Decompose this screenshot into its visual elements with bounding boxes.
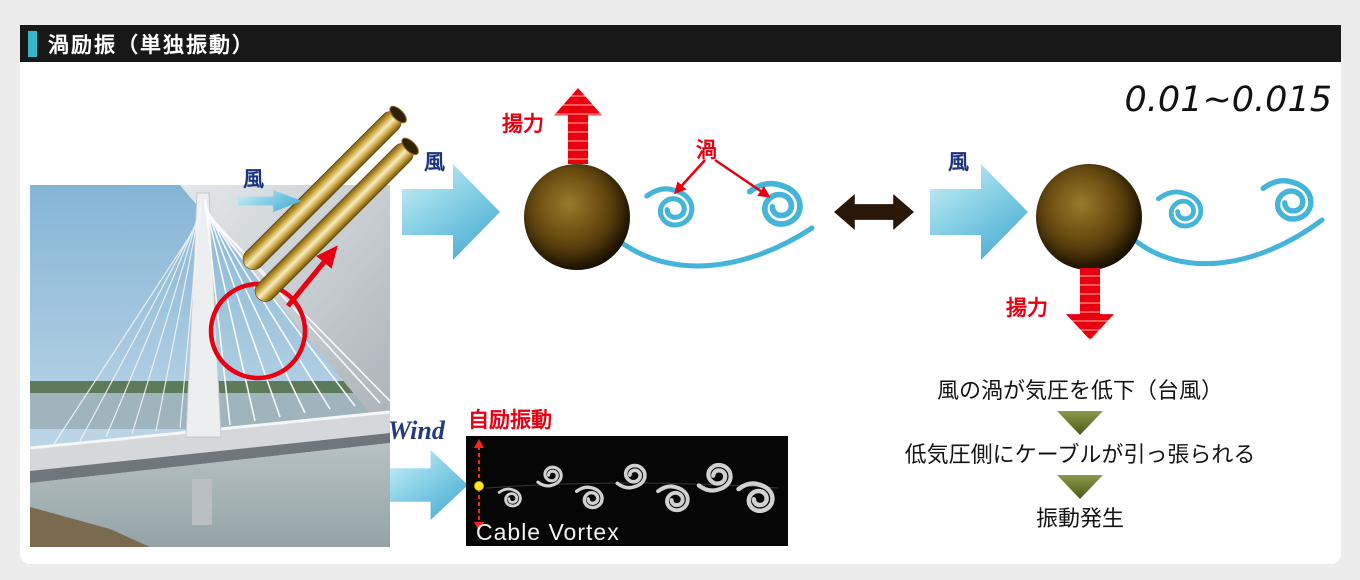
flow-step-2: 低気圧側にケーブルが引っ張られる [904, 442, 1256, 467]
wind-english-label: Wind [388, 416, 445, 445]
cable-section-sphere-left [524, 164, 630, 270]
flow-down-arrow-icon [1057, 411, 1103, 435]
bridge-photo [29, 185, 391, 547]
section-title: 渦励振（単独振動） [48, 33, 255, 57]
section-header: 渦励振（単独振動） [20, 25, 1341, 62]
vortex-street-art [466, 436, 788, 546]
wind-label-3: 風 [948, 151, 969, 174]
oscillation-axis-marker [474, 439, 484, 531]
lift-label-down: 揚力 [1006, 297, 1048, 320]
cable-position-dot [474, 481, 484, 491]
flow-step-1: 風の渦が気圧を低下（台風） [936, 378, 1223, 403]
flow-step-3: 振動発生 [1035, 506, 1124, 531]
wind-label-1: 風 [243, 168, 264, 191]
wind-label-2: 風 [424, 151, 445, 174]
bridge-tower [185, 192, 222, 438]
flow-down-arrow-icon [1057, 475, 1103, 499]
header-accent-bar [28, 30, 37, 57]
self-excited-label: 自励振動 [468, 409, 552, 432]
cable-section-sphere-right [1036, 164, 1142, 270]
explanation-flow: 風の渦が気圧を低下（台風） 低気圧側にケーブルが引っ張られる 振動発生 [845, 378, 1315, 532]
bridge-photo-art [29, 185, 391, 547]
cable-vortex-caption: Cable Vortex [476, 519, 620, 545]
vortex-label: 渦 [696, 139, 717, 162]
cable-vortex-image: Cable Vortex [466, 436, 788, 546]
lift-label-up: 揚力 [502, 113, 544, 136]
coefficient-value: 0.01~0.015 [1124, 80, 1332, 120]
